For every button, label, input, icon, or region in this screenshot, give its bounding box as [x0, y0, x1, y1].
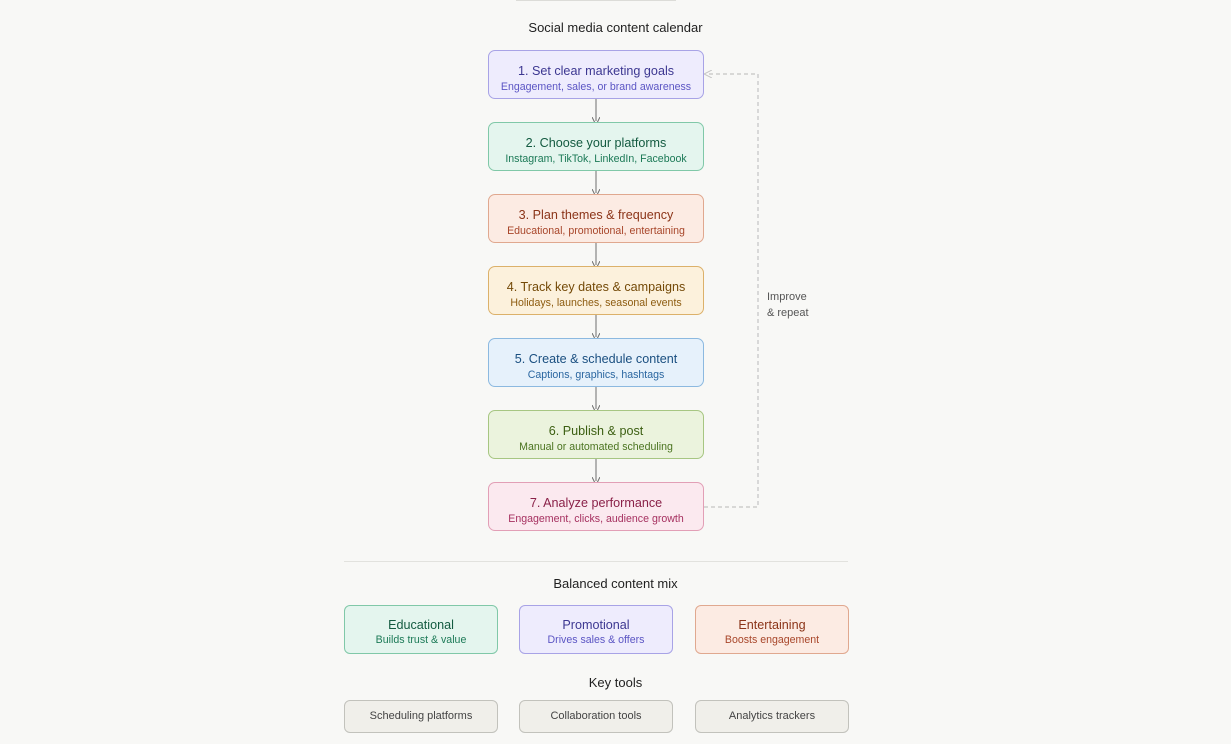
step-title: 6. Publish & post	[548, 424, 644, 438]
mix-card-entertaining: Entertaining Boosts engagement	[695, 605, 849, 654]
mix-card-promotional: Promotional Drives sales & offers	[519, 605, 673, 654]
step-5-create-schedule: 5. Create & schedule content Captions, g…	[488, 338, 704, 387]
loop-arrow	[704, 74, 759, 508]
step-subtitle: Educational, promotional, entertaining	[507, 225, 685, 237]
tool-scheduling-platforms: Scheduling platforms	[344, 700, 498, 733]
mix-card-subtitle: Drives sales & offers	[547, 634, 645, 646]
mix-card-subtitle: Builds trust & value	[375, 634, 467, 646]
mix-card-title: Entertaining	[738, 618, 806, 632]
step-2-choose-platforms: 2. Choose your platforms Instagram, TikT…	[488, 122, 704, 171]
mix-card-title: Promotional	[562, 618, 630, 632]
loop-label-line-1: Improve	[767, 291, 807, 303]
step-subtitle: Captions, graphics, hashtags	[527, 369, 665, 381]
section-divider	[344, 561, 848, 562]
content-mix-title: Balanced content mix	[553, 576, 678, 591]
step-subtitle: Instagram, TikTok, LinkedIn, Facebook	[505, 153, 687, 165]
mix-card-educational: Educational Builds trust & value	[344, 605, 498, 654]
mix-card-subtitle: Boosts engagement	[724, 634, 820, 646]
loop-label-line-2: & repeat	[767, 307, 809, 319]
tool-collaboration-tools: Collaboration tools	[519, 700, 673, 733]
step-title: 3. Plan themes & frequency	[518, 208, 674, 222]
step-title: 2. Choose your platforms	[525, 136, 667, 150]
step-7-analyze: 7. Analyze performance Engagement, click…	[488, 482, 704, 531]
step-6-publish: 6. Publish & post Manual or automated sc…	[488, 410, 704, 459]
step-3-plan-themes: 3. Plan themes & frequency Educational, …	[488, 194, 704, 243]
step-subtitle: Engagement, sales, or brand awareness	[500, 81, 692, 93]
step-title: 1. Set clear marketing goals	[517, 64, 675, 78]
step-4-track-dates: 4. Track key dates & campaigns Holidays,…	[488, 266, 704, 315]
top-divider	[516, 0, 676, 1]
step-subtitle: Engagement, clicks, audience growth	[508, 513, 684, 525]
key-tools-title: Key tools	[588, 675, 643, 690]
diagram-title: Social media content calendar	[528, 20, 703, 35]
step-title: 7. Analyze performance	[529, 496, 663, 510]
mix-card-title: Educational	[388, 618, 454, 632]
step-subtitle: Manual or automated scheduling	[519, 441, 673, 453]
step-subtitle: Holidays, launches, seasonal events	[510, 297, 682, 309]
loop-label: Improve & repeat	[767, 289, 809, 321]
step-title: 5. Create & schedule content	[514, 352, 678, 366]
tool-analytics-trackers: Analytics trackers	[695, 700, 849, 733]
step-title: 4. Track key dates & campaigns	[506, 280, 686, 294]
step-1-set-goals: 1. Set clear marketing goals Engagement,…	[488, 50, 704, 99]
